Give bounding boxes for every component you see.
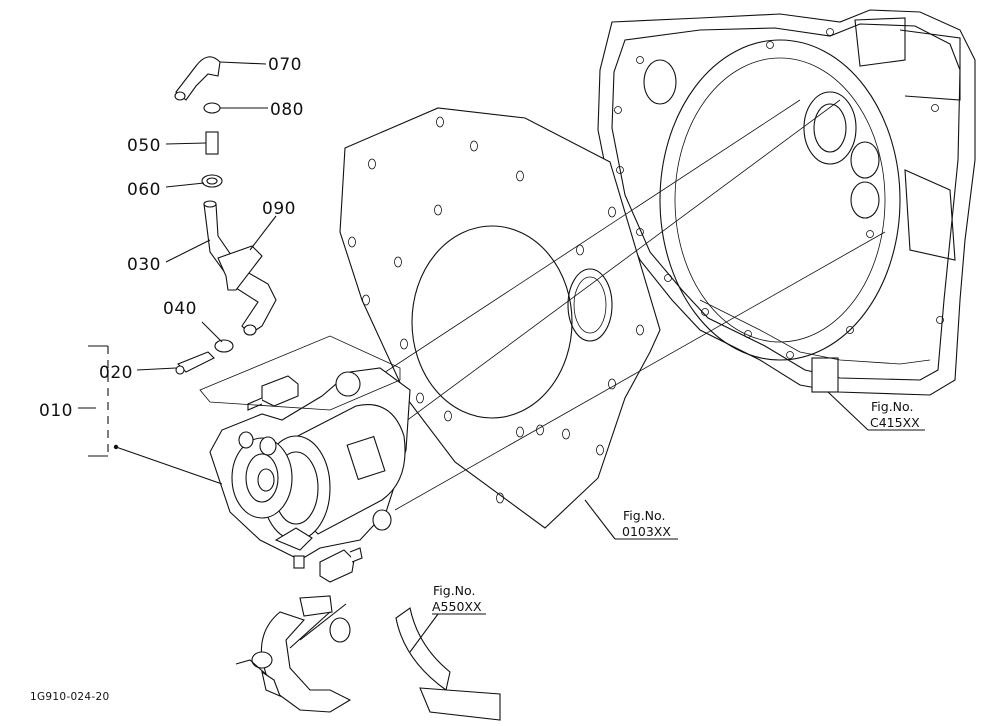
fig-ref-cable-code: A550XX <box>432 599 482 614</box>
callout-010: 010 <box>39 401 73 421</box>
callout-030: 030 <box>127 255 161 275</box>
fig-ref-cable-label: Fig.No. <box>433 583 475 598</box>
fig-ref-cable: Fig.No. A550XX <box>432 583 482 614</box>
callout-040: 040 <box>163 299 197 319</box>
hose-assembly <box>174 56 277 375</box>
leader-lines <box>78 61 925 653</box>
adapter-plate <box>339 107 661 529</box>
fig-ref-plate-label: Fig.No. <box>623 508 665 523</box>
callout-090: 090 <box>262 199 296 219</box>
flywheel-housing <box>597 9 976 396</box>
fig-ref-housing-code: C415XX <box>870 415 920 430</box>
callout-050: 050 <box>127 136 161 156</box>
starter-motor <box>199 335 411 583</box>
fig-ref-housing: Fig.No. C415XX <box>870 399 920 430</box>
document-id: 1G910-024-20 <box>30 691 109 703</box>
callout-070: 070 <box>268 55 302 75</box>
fig-ref-plate: Fig.No. 0103XX <box>622 508 671 539</box>
fig-ref-housing-label: Fig.No. <box>871 399 913 414</box>
callout-020: 020 <box>99 363 133 383</box>
callout-080: 080 <box>270 100 304 120</box>
callout-060: 060 <box>127 180 161 200</box>
cable-assembly <box>235 595 501 721</box>
fig-ref-plate-code: 0103XX <box>622 524 671 539</box>
